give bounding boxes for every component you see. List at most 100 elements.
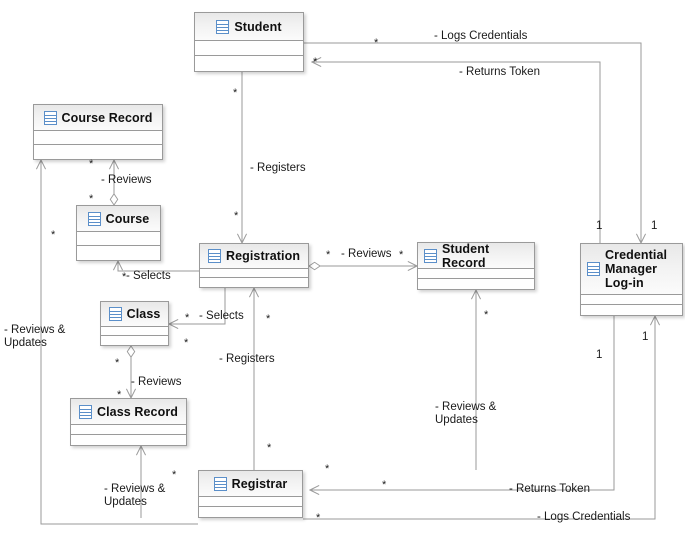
- class-operations-compartment: [199, 507, 302, 517]
- relationship-label-registers-top: - Registers: [250, 162, 306, 174]
- edge-credential-returns-token-registrar: [310, 316, 615, 490]
- relationship-label-reviews-course-record: - Reviews: [101, 174, 152, 186]
- class-attributes-compartment: [200, 269, 308, 278]
- class-attributes-compartment: [71, 425, 186, 435]
- class-header-student: Student: [195, 13, 303, 41]
- multiplicity-registrar-reviews-updates: *: [172, 469, 177, 481]
- class-icon: [216, 19, 230, 34]
- edge-credential-returns-token: [312, 62, 601, 243]
- multiplicity-credential-bottom-left: 1: [596, 349, 603, 361]
- class-header-course: Course: [77, 206, 160, 232]
- class-name-registration: Registration: [225, 249, 301, 263]
- class-box-course-record[interactable]: Course Record: [33, 104, 163, 160]
- multiplicity-credential-top-left: 1: [596, 220, 603, 232]
- class-operations-compartment: [34, 145, 162, 159]
- class-box-class-record[interactable]: Class Record: [70, 398, 187, 446]
- class-operations-compartment: [581, 305, 682, 314]
- class-box-student[interactable]: Student: [194, 12, 304, 72]
- relationship-label-selects-class: - Selects: [199, 310, 244, 322]
- edge-reviews-updates-course-record-left: [41, 160, 198, 525]
- multiplicity-course-reviews: *: [89, 193, 94, 205]
- class-header-credential-manager-login: Credential Manager Log-in: [581, 244, 682, 295]
- class-header-class: Class: [101, 302, 168, 327]
- class-header-course-record: Course Record: [34, 105, 162, 131]
- class-icon: [424, 248, 437, 263]
- edge-registrar-logs-credentials: [303, 316, 655, 520]
- edge-registration-selects-class: [169, 288, 226, 324]
- edge-student-logs-credentials: [304, 42, 641, 243]
- class-attributes-compartment: [77, 232, 160, 246]
- multiplicity-class-record-reviews: *: [117, 389, 122, 401]
- class-header-registration: Registration: [200, 244, 308, 269]
- class-icon: [43, 110, 57, 125]
- multiplicity-registration-reviews: *: [326, 249, 331, 261]
- relationship-label-registers-bottom: - Registers: [219, 353, 275, 365]
- relationship-label-reviews-registration: - Reviews: [341, 248, 392, 260]
- class-operations-compartment: [77, 246, 160, 260]
- class-box-course[interactable]: Course: [76, 205, 161, 261]
- multiplicity-student-record-updates: *: [484, 309, 489, 321]
- relationship-label-reviews-class-record: - Reviews: [131, 376, 182, 388]
- class-attributes-compartment: [581, 295, 682, 305]
- class-operations-compartment: [101, 336, 168, 345]
- relationship-label-logs-credentials-bottom: - Logs Credentials: [537, 511, 631, 523]
- multiplicity-registrar-returns-2: *: [382, 479, 387, 491]
- class-operations-compartment: [195, 56, 303, 71]
- class-header-student-record: Student Record: [418, 241, 534, 270]
- class-box-credential-manager-login[interactable]: Credential Manager Log-in: [580, 243, 683, 316]
- relationship-label-reviews-updates-left: - Reviews & Updates: [4, 324, 66, 349]
- class-icon: [108, 307, 122, 321]
- multiplicity-registrar-updates: *: [267, 442, 272, 454]
- multiplicity-student-registers: *: [233, 87, 238, 99]
- class-icon: [207, 249, 221, 263]
- class-operations-compartment: [71, 435, 186, 445]
- class-icon: [213, 476, 227, 491]
- multiplicity-registration-registers-2: *: [266, 313, 271, 325]
- class-operations-compartment: [418, 279, 534, 289]
- class-attributes-compartment: [101, 327, 168, 336]
- class-box-registrar[interactable]: Registrar: [198, 470, 303, 518]
- class-header-class-record: Class Record: [71, 399, 186, 425]
- class-name-course: Course: [105, 211, 150, 226]
- multiplicity-registration-selects: *: [184, 337, 189, 349]
- relationship-label-returns-token-top: - Returns Token: [459, 66, 540, 78]
- multiplicity-class-reviews: *: [115, 357, 120, 369]
- class-name-class: Class: [126, 307, 161, 321]
- class-box-registration[interactable]: Registration: [199, 243, 309, 288]
- class-name-credential-manager-login: Credential Manager Log-in: [605, 248, 668, 290]
- class-icon: [87, 211, 101, 226]
- relationship-label-logs-credentials-top: - Logs Credentials: [434, 30, 528, 42]
- class-attributes-compartment: [195, 41, 303, 56]
- class-box-student-record[interactable]: Student Record: [417, 242, 535, 290]
- class-box-class[interactable]: Class: [100, 301, 169, 346]
- multiplicity-student-record-reviews: *: [399, 249, 404, 261]
- class-name-registrar: Registrar: [231, 476, 288, 491]
- relationship-label-returns-token-bottom: - Returns Token: [509, 483, 590, 495]
- class-attributes-compartment: [34, 131, 162, 145]
- multiplicity-registrar-returns: *: [325, 463, 330, 475]
- multiplicity-course-record-reviews: *: [89, 158, 94, 170]
- multiplicity-course-record-left: *: [51, 229, 56, 241]
- edge-registration-selects-course: [118, 261, 199, 272]
- multiplicity-student-returns: *: [313, 56, 318, 68]
- class-name-student: Student: [234, 19, 282, 34]
- relationship-label-selects-course: - Selects: [126, 270, 171, 282]
- multiplicity-student-logs: *: [374, 37, 379, 49]
- class-icon: [587, 262, 600, 276]
- class-name-student-record: Student Record: [442, 241, 490, 270]
- multiplicity-course-selects: *: [122, 271, 127, 283]
- multiplicity-registrar-logs: *: [316, 512, 321, 524]
- multiplicity-credential-top-right: 1: [651, 220, 658, 232]
- multiplicity-class-selects: *: [185, 312, 190, 324]
- class-attributes-compartment: [199, 497, 302, 507]
- class-name-course-record: Course Record: [61, 110, 153, 125]
- multiplicity-registration-registers: *: [234, 210, 239, 222]
- relationship-label-reviews-updates-bottom: - Reviews & Updates: [104, 483, 166, 508]
- relationship-label-reviews-updates-mid: - Reviews & Updates: [435, 401, 497, 426]
- class-attributes-compartment: [418, 269, 534, 279]
- class-name-class-record: Class Record: [96, 404, 179, 419]
- class-header-registrar: Registrar: [199, 471, 302, 497]
- multiplicity-credential-bottom-right: 1: [642, 331, 649, 343]
